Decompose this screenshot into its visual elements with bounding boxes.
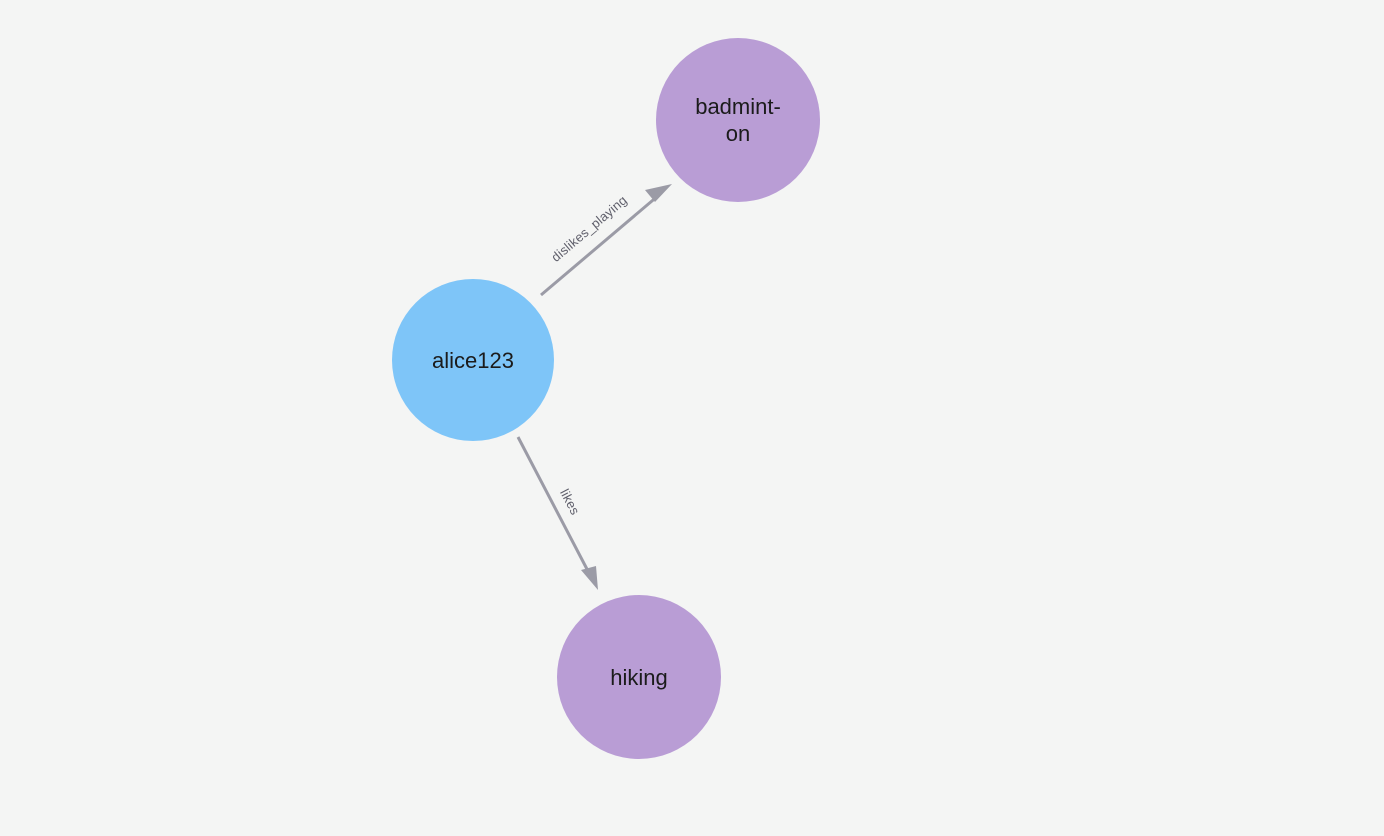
- edge-line: [516, 436, 591, 574]
- graph-node-alice123[interactable]: alice123: [392, 279, 554, 441]
- node-label-badminton: badmint- on: [695, 94, 781, 146]
- graph-node-badminton[interactable]: badmint- on: [656, 38, 820, 202]
- edge-label-likes: likes: [557, 486, 583, 517]
- edge-line: [540, 193, 660, 297]
- arrowhead-icon: [645, 184, 672, 202]
- edge-likes[interactable]: likes: [516, 436, 598, 590]
- node-label-alice123: alice123: [432, 347, 514, 373]
- node-label-hiking: hiking: [610, 664, 668, 690]
- arrowhead-icon: [581, 566, 598, 590]
- edge-dislikes-playing[interactable]: dislikes_playing: [540, 184, 672, 297]
- graph-node-hiking[interactable]: hiking: [557, 595, 721, 759]
